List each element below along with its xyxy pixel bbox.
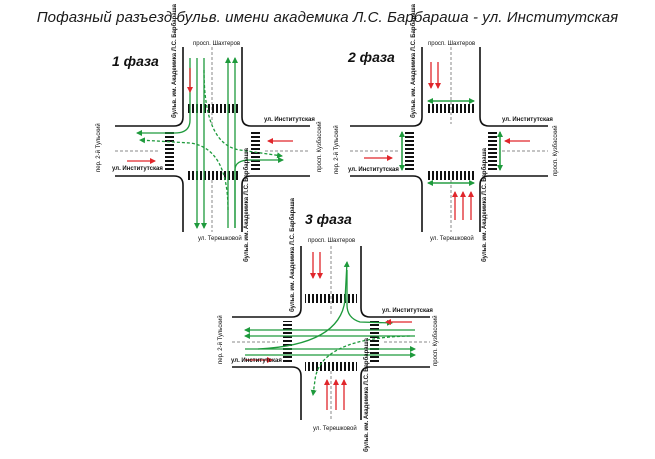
diagram-title: Пофазный разъезд бульв. имени академика … — [36, 9, 619, 26]
phase-2-street-barbarash-south: бульв. им. Академика Л.С. Барбараша — [481, 147, 488, 262]
phase-2-road-edges — [350, 47, 548, 232]
phase-3-street-shakhterov: просп. Шахтеров — [308, 238, 355, 244]
phase-3-red-arrows — [245, 252, 412, 410]
phase-1-crosswalks — [165, 104, 260, 180]
phase-2-medians — [350, 47, 548, 232]
phase-1-street-barbarash-south: бульв. им. Академика Л.С. Барбараша — [243, 147, 250, 262]
phase-3-street-institutskaya-west: ул. Институтская — [231, 358, 282, 364]
phase-1-street-institutskaya-east: ул. Институтская — [264, 117, 315, 123]
phase-3-medians — [232, 246, 430, 420]
phase-3-label: 3 фаза — [305, 211, 352, 227]
phase-1-street-barbarash-north: бульв. им. Академика Л.С. Барбараша — [171, 3, 178, 118]
phase-3-street-barbarash-north: бульв. им. Академика Л.С. Барбараша — [289, 197, 296, 312]
phase-2-street-kuzbassky: просп. Кузбасский — [552, 125, 559, 176]
phase-3-road-edges — [232, 246, 430, 420]
phase-1-street-tereshkovoy: ул. Терешковой — [198, 235, 242, 242]
phase-1-red-arrows — [127, 68, 293, 164]
phase-2-street-shakhterov: просп. Шахтеров — [428, 41, 475, 47]
phase-2-intersection: 2 фаза — [333, 3, 559, 262]
phase-3-intersection: 3 фаза — [217, 197, 439, 452]
phase-2-red-arrows — [364, 62, 530, 220]
phase-2-crosswalks — [405, 104, 497, 180]
phase-2-street-barbarash-north: бульв. им. Академика Л.С. Барбараша — [410, 3, 417, 118]
phase-2-street-tulsky: пер. 2-й Тульский — [333, 125, 340, 174]
phase-3-street-tulsky: пер. 2-й Тульский — [217, 315, 224, 364]
phase-1-green-arrows — [136, 57, 284, 229]
phase-2-street-institutskaya-west: ул. Институтская — [348, 167, 399, 173]
phase-1-road-edges — [115, 47, 310, 232]
phase-2-green-arrows — [399, 98, 503, 186]
phase-3-street-barbarash-south: бульв. им. Академика Л.С. Барбараша — [363, 337, 370, 452]
phase-3-green-arrows — [244, 261, 416, 396]
phase-2-street-institutskaya-east: ул. Институтская — [502, 117, 553, 123]
phase-1-street-shakhterov: просп. Шахтеров — [193, 41, 240, 47]
phase-1-intersection: 1 фаза — [95, 3, 323, 262]
phase-3-street-tereshkovoy: ул. Терешковой — [313, 425, 357, 432]
phase-1-street-institutskaya-west: ул. Институтская — [112, 166, 163, 172]
phase-1-street-tulsky: пер. 2-й Тульский — [95, 123, 102, 172]
phase-3-street-institutskaya-east: ул. Институтская — [382, 308, 433, 314]
phase-2-label: 2 фаза — [347, 49, 395, 65]
phase-3-street-kuzbassky: просп. Кузбасский — [432, 315, 439, 366]
phase-2-street-tereshkovoy: ул. Терешковой — [430, 235, 474, 242]
phase-1-label: 1 фаза — [112, 53, 159, 69]
phase-3-crosswalks — [283, 294, 379, 371]
phase-1-medians — [115, 47, 310, 232]
phase-1-street-kuzbassky: просп. Кузбасский — [316, 121, 323, 172]
